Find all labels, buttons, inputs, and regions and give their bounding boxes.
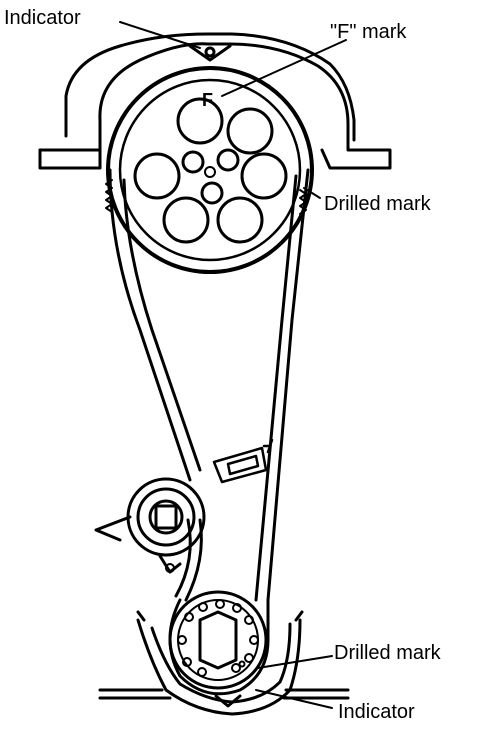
- cam-drilled-mark-label: Drilled mark: [324, 193, 431, 215]
- pulley-hole: [240, 152, 288, 200]
- pulley-bolt: [200, 181, 224, 205]
- pulley-hole: [133, 152, 181, 200]
- f-mark-label: "F" mark: [330, 21, 407, 43]
- leader-lines: [119, 21, 347, 709]
- pulley-hole: [176, 97, 224, 145]
- pulley-bolt: [216, 148, 240, 172]
- crankshaft-pulley: [168, 590, 268, 690]
- pulley-f-letter: F: [202, 90, 213, 110]
- upper-cover: [38, 32, 392, 170]
- crank-drilled-mark-label: Drilled mark: [334, 642, 441, 664]
- belt-tensioner: [94, 477, 206, 574]
- timing-belt: [108, 168, 310, 602]
- pulley-hole: [162, 196, 210, 244]
- lower-cover: [98, 610, 350, 716]
- belt-teeth: [105, 179, 307, 215]
- top-indicator-label: Indicator: [4, 7, 81, 29]
- bottom-indicator-label: Indicator: [338, 701, 415, 723]
- belt-guide: [212, 438, 274, 484]
- camshaft-pulley: [106, 66, 314, 274]
- pulley-bolt: [181, 150, 205, 174]
- pulley-hole: [226, 107, 274, 155]
- pulley-hole: [216, 196, 264, 244]
